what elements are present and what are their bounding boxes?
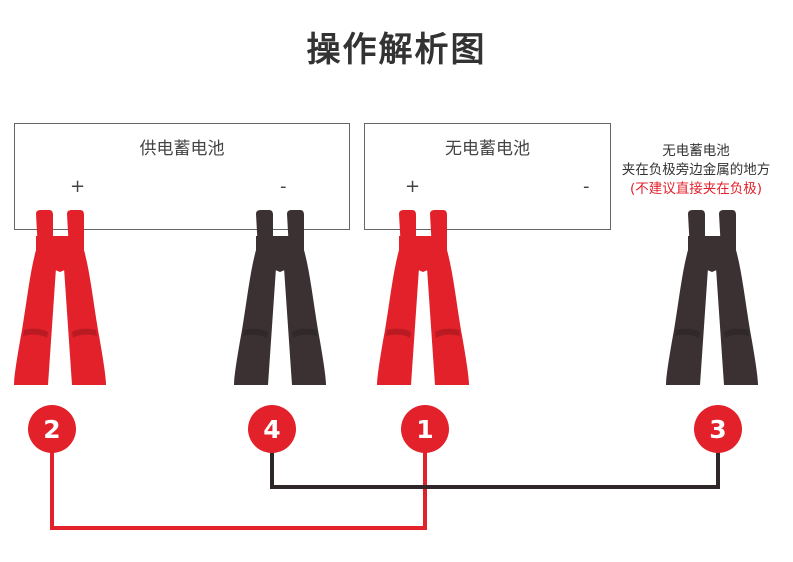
ground-note-warning: (不建议直接夹在负极) bbox=[629, 181, 763, 197]
black-clamp-icon bbox=[666, 210, 758, 385]
step-number: 4 bbox=[263, 415, 280, 444]
red-jumper-cable bbox=[50, 432, 427, 530]
red-clamp-icon bbox=[14, 210, 106, 385]
black-jumper-cable bbox=[270, 432, 720, 489]
step-badge-1: 1 bbox=[401, 405, 449, 453]
donor-positive-terminal: + bbox=[70, 176, 86, 197]
step-number: 1 bbox=[416, 415, 433, 444]
dead-negative-terminal: - bbox=[583, 176, 590, 197]
step-badge-2: 2 bbox=[28, 405, 76, 453]
step-badge-4: 4 bbox=[248, 405, 296, 453]
donor-negative-terminal: - bbox=[280, 176, 287, 197]
ground-point-note: 无电蓄电池 夹在负极旁边金属的地方 (不建议直接夹在负极) bbox=[606, 142, 786, 199]
dead-battery-label: 无电蓄电池 bbox=[445, 139, 530, 159]
ground-note-line2: 夹在负极旁边金属的地方 bbox=[621, 162, 771, 178]
donor-battery-label: 供电蓄电池 bbox=[139, 139, 225, 159]
page-title: 操作解析图 bbox=[306, 30, 487, 70]
ground-note-line1: 无电蓄电池 bbox=[662, 143, 730, 159]
step-number: 3 bbox=[709, 415, 726, 444]
step-badge-3: 3 bbox=[694, 405, 742, 453]
red-clamp-icon bbox=[377, 210, 469, 385]
step-number: 2 bbox=[43, 415, 60, 444]
black-clamp-icon bbox=[234, 210, 326, 385]
dead-positive-terminal: + bbox=[405, 176, 421, 197]
